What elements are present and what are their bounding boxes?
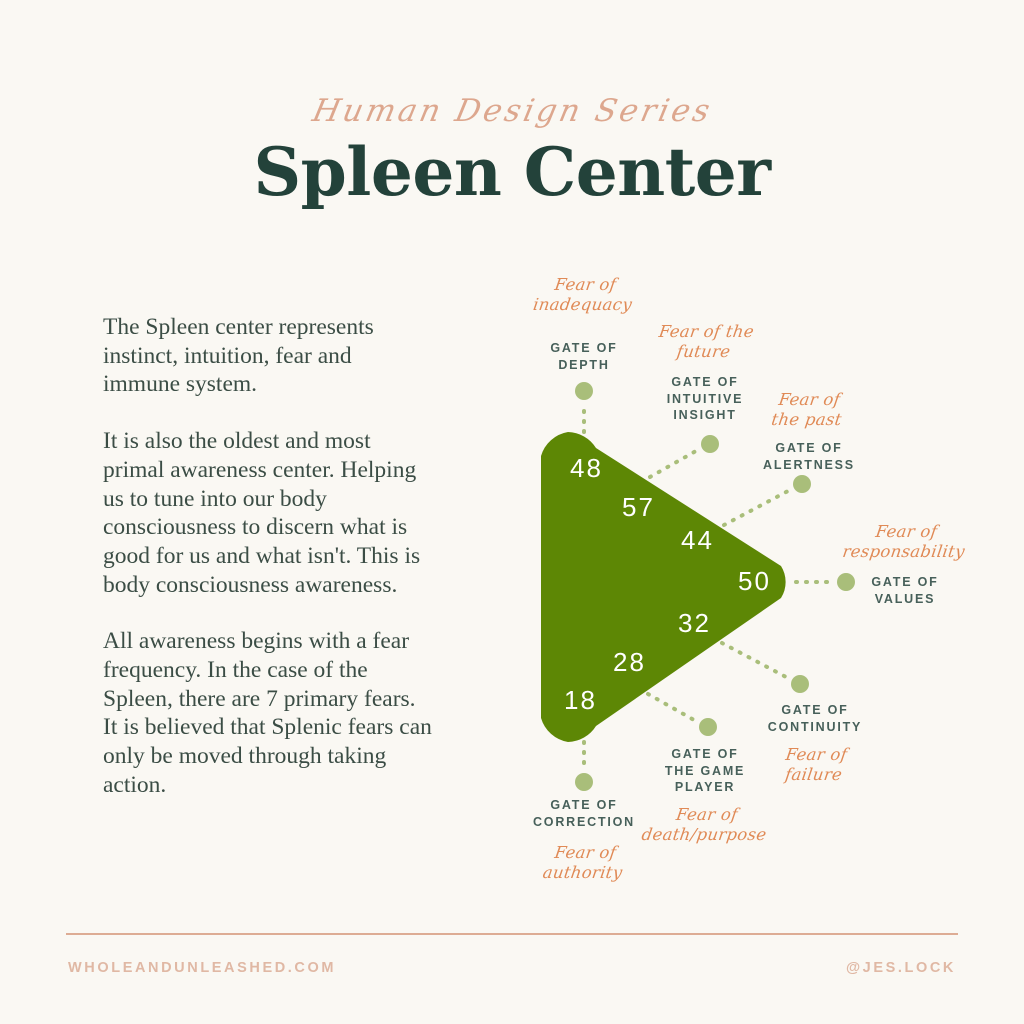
gate-number-28: 28 (613, 647, 646, 677)
gate-label-values: GATE OF VALUES (871, 575, 939, 606)
gate-number-44: 44 (681, 525, 714, 555)
fear-label-authority: Fear of authority (541, 843, 624, 882)
gate-label-game-player: GATE OF THE GAME PLAYER (664, 747, 746, 794)
gate-number-50: 50 (738, 566, 771, 596)
connector-gate-50 (794, 573, 855, 591)
connector-gate-32 (720, 641, 809, 693)
gate-label-continuity: GATE OF CONTINUITY (767, 703, 863, 734)
footer-divider (66, 933, 958, 935)
fear-label-past: Fear of the past (770, 390, 844, 429)
connector-gate-57 (648, 435, 719, 479)
fear-label-inadequacy: Fear of inadequacy (531, 275, 634, 314)
paragraph-1: The Spleen center represents instinct, i… (103, 314, 374, 398)
gate-label-depth: GATE OF DEPTH (550, 341, 618, 372)
spleen-center-diagram: 48 57 44 50 32 28 18 Fear of inadequacy … (500, 260, 1024, 900)
triangle-and-connectors (541, 382, 855, 791)
header: Human Design Series Spleen Center (0, 93, 1024, 211)
series-eyebrow: Human Design Series (308, 93, 716, 129)
gate-number-48: 48 (570, 453, 603, 483)
paragraph-3: All awareness begins with a fear frequen… (103, 628, 432, 798)
fear-label-future: Fear of the future (657, 322, 756, 361)
connector-gate-28 (646, 692, 717, 736)
footer-handle[interactable]: @JES.LOCK (845, 960, 956, 976)
spleen-triangle-shape (541, 432, 786, 742)
gate-number-18: 18 (564, 685, 597, 715)
fear-label-responsability: Fear of responsability (841, 522, 967, 561)
connector-gate-18 (575, 740, 593, 791)
footer-website[interactable]: WHOLEANDUNLEASHED.COM (68, 960, 337, 976)
gate-label-alertness: GATE OF ALERTNESS (763, 441, 855, 472)
page-title: Spleen Center (253, 133, 771, 211)
fear-label-death-purpose: Fear of death/purpose (640, 805, 768, 844)
gate-number-57: 57 (622, 492, 655, 522)
gate-label-intuitive-insight: GATE OF INTUITIVE INSIGHT (666, 375, 744, 422)
gate-label-correction: GATE OF CORRECTION (532, 798, 636, 829)
connector-gate-44 (722, 475, 811, 527)
gate-number-32: 32 (678, 608, 711, 638)
body-copy: The Spleen center represents instinct, i… (103, 313, 433, 800)
connector-gate-48 (575, 382, 593, 434)
paragraph-2: It is also the oldest and most primal aw… (103, 428, 421, 598)
